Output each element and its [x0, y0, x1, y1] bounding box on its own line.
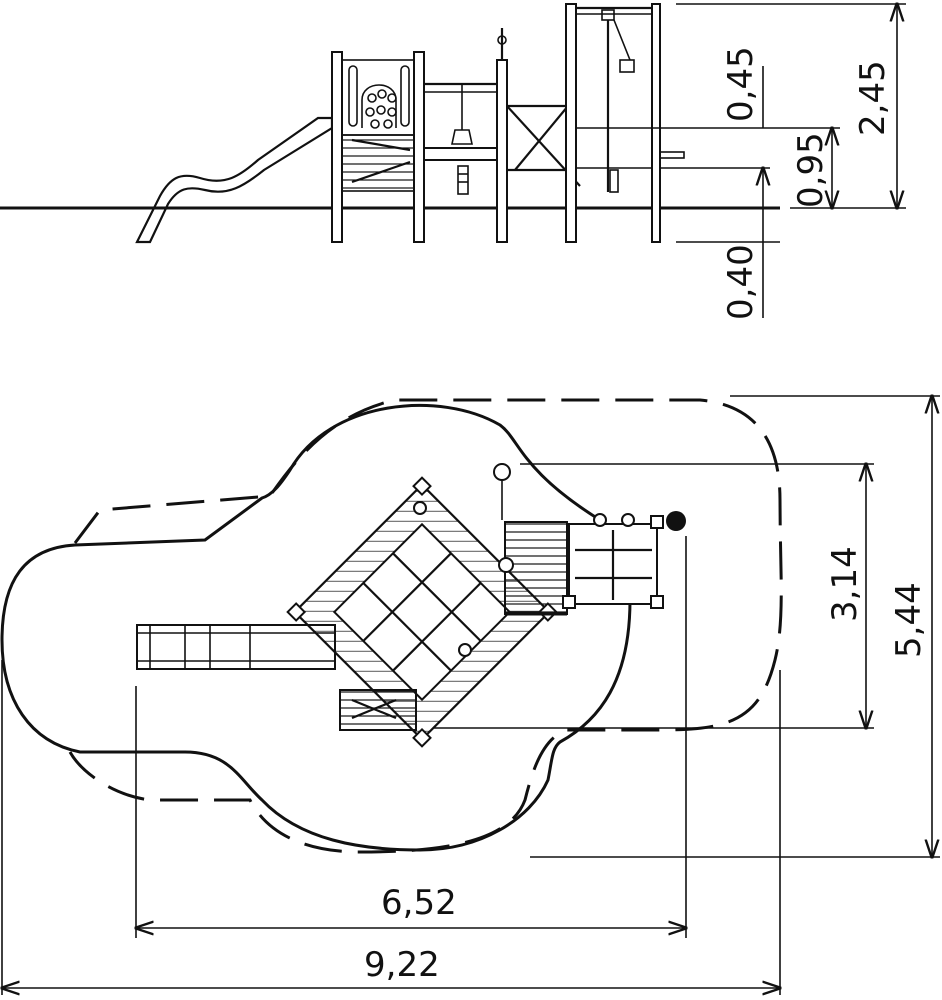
elevation-view: 0,45 0,95 0,40 2,45	[0, 4, 906, 320]
dim-safety-width-label: 5,44	[889, 582, 929, 658]
dim-equipment-width-label: 3,14	[825, 546, 865, 622]
dim-total-height-label: 2,45	[853, 60, 893, 136]
dim-platform-label: 0,95	[791, 132, 831, 208]
dim-equipment-length-label: 6,52	[381, 883, 457, 923]
slide-elevation	[135, 116, 334, 244]
stairs-plan	[339, 689, 417, 731]
plan-view: 3,14 5,44 6,52 9,22	[2, 396, 940, 995]
dim-safety-length-label: 9,22	[364, 945, 440, 985]
dim-roof-drop-label: 0,45	[721, 46, 761, 122]
climbing-frame-plan	[562, 511, 686, 609]
safety-area-outline	[0, 403, 632, 852]
swing-section-elevation	[423, 28, 508, 243]
dim-foundation-label: 0,40	[721, 244, 761, 320]
safety-area-dashed-outline	[68, 398, 783, 854]
tower-house-elevation	[331, 51, 425, 243]
bridge-plan	[413, 463, 568, 657]
slide-plan	[136, 624, 336, 670]
climbing-frame-elevation	[506, 3, 685, 243]
